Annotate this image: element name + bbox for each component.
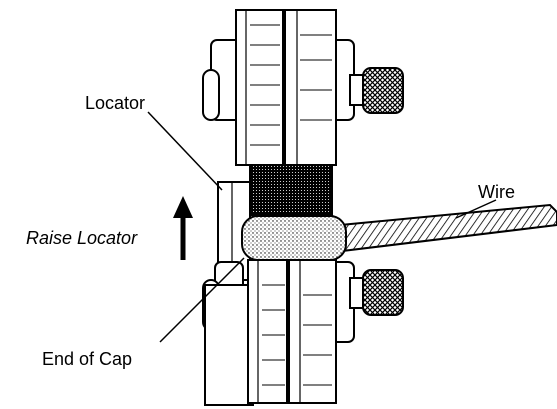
lower-knurled-knob <box>362 269 404 316</box>
label-end-of-cap: End of Cap <box>42 349 133 369</box>
wire-leader-line <box>455 199 497 219</box>
lower-front-plate <box>204 284 254 406</box>
raise-arrow-head <box>173 196 193 218</box>
lower-die <box>247 259 337 404</box>
label-locator: Locator <box>85 93 146 113</box>
wire <box>328 203 557 254</box>
locator-leader-line <box>147 111 223 191</box>
upper-knurled-knob <box>362 67 404 114</box>
end-of-cap-leader-line <box>159 257 245 343</box>
crimp-zone <box>249 164 333 216</box>
cap <box>241 215 347 261</box>
label-wire: Wire <box>478 182 515 202</box>
upper-boss-left <box>202 69 220 121</box>
label-raise-locator: Raise Locator <box>26 228 138 248</box>
crimp-tool <box>202 9 557 406</box>
